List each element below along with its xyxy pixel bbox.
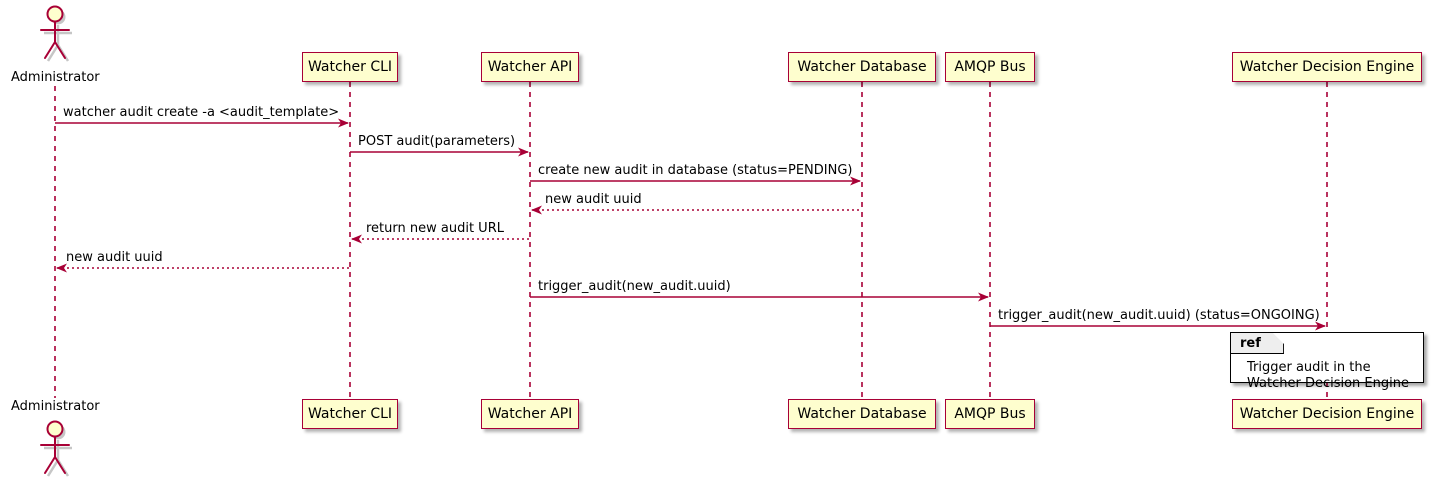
actor-head-icon	[46, 5, 64, 23]
participant-box-watcher-cli-bottom[interactable]: Watcher CLI	[302, 399, 398, 429]
actor-body-icon	[40, 21, 70, 59]
actor-body-icon-bottom	[40, 436, 70, 474]
actor-figure-bottom	[40, 420, 72, 477]
message-arrows	[55, 118, 1326, 331]
message-label-3: create new audit in database (status=PEN…	[538, 163, 853, 178]
ref-fragment-body: Trigger audit in the Watcher Decision En…	[1231, 355, 1423, 392]
participant-label: Watcher Decision Engine	[1239, 406, 1415, 422]
participant-label: Watcher CLI	[307, 406, 393, 422]
participant-label: Watcher Database	[797, 59, 927, 75]
participant-label: AMQP Bus	[954, 59, 1026, 75]
message-label-6: new audit uuid	[66, 250, 163, 265]
participant-box-watcher-decision-engine-top[interactable]: Watcher Decision Engine	[1232, 52, 1422, 82]
participant-label: Watcher CLI	[307, 59, 393, 75]
participant-box-amqp-bus-top[interactable]: AMQP Bus	[945, 52, 1035, 82]
ref-fragment-keyword: ref	[1231, 333, 1284, 354]
participant-box-amqp-bus-bottom[interactable]: AMQP Bus	[945, 399, 1035, 429]
actor-label-administrator-top: Administrator	[11, 70, 100, 85]
ref-keyword-label: ref	[1240, 335, 1261, 351]
participant-label: Watcher API	[487, 406, 573, 422]
ref-body-line-2: Watcher Decision Engine	[1247, 376, 1409, 391]
message-label-2: POST audit(parameters)	[358, 134, 516, 149]
message-label-7: trigger_audit(new_audit.uuid)	[538, 279, 731, 294]
ref-body-line-1: Trigger audit in the	[1247, 360, 1371, 375]
participant-label: Watcher Database	[797, 406, 927, 422]
message-label-8: trigger_audit(new_audit.uuid) (status=ON…	[998, 308, 1320, 323]
participant-box-watcher-cli-top[interactable]: Watcher CLI	[302, 52, 398, 82]
participant-box-watcher-api-bottom[interactable]: Watcher API	[481, 399, 579, 429]
participant-label: Watcher API	[487, 59, 573, 75]
ref-fragment[interactable]: ref Trigger audit in the Watcher Decisio…	[1230, 332, 1424, 391]
actor-label-administrator-bottom: Administrator	[11, 399, 100, 414]
message-label-5: return new audit URL	[366, 221, 504, 236]
actor-head-icon-bottom	[46, 420, 64, 438]
participant-box-watcher-decision-engine-bottom[interactable]: Watcher Decision Engine	[1232, 399, 1422, 429]
participant-label: Watcher Decision Engine	[1239, 59, 1415, 75]
actor-figure-top	[40, 5, 72, 62]
participant-box-watcher-api-top[interactable]: Watcher API	[481, 52, 579, 82]
participant-label: AMQP Bus	[954, 406, 1026, 422]
participant-box-watcher-database-top[interactable]: Watcher Database	[788, 52, 936, 82]
message-label-4: new audit uuid	[545, 192, 642, 207]
lifelines	[54, 82, 1328, 399]
participant-box-watcher-database-bottom[interactable]: Watcher Database	[788, 399, 936, 429]
message-label-1: watcher audit create -a <audit_template>	[63, 105, 340, 120]
